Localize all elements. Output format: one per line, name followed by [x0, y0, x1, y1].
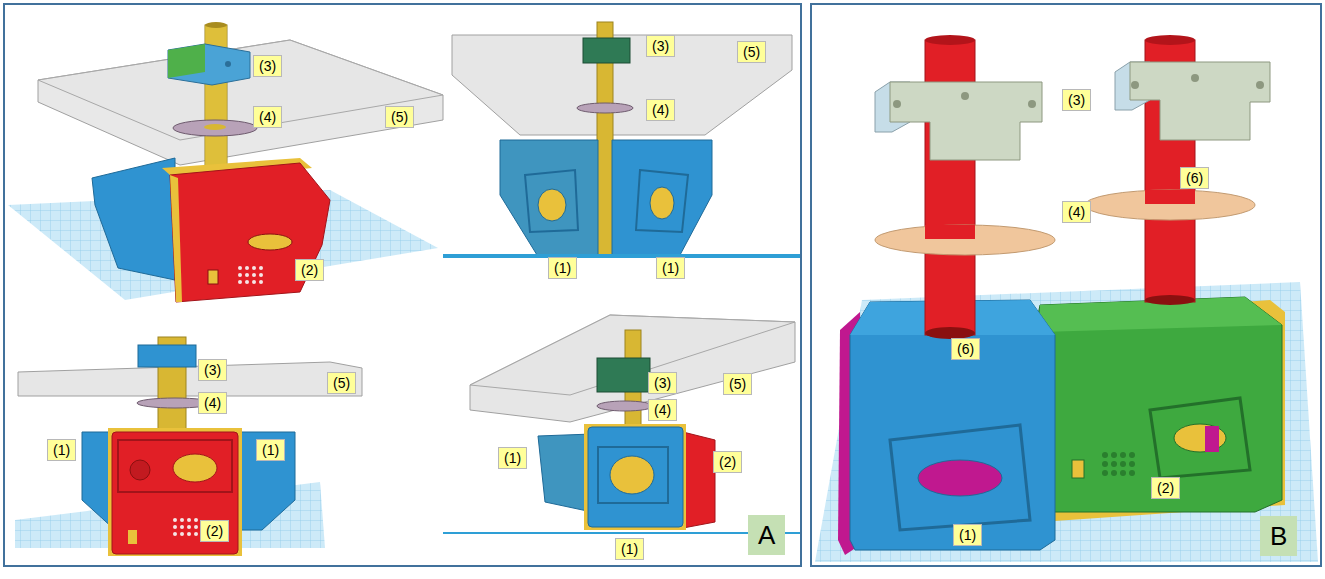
- callout-number: (4): [1062, 201, 1091, 223]
- callout-number: (5): [723, 373, 752, 395]
- callout-number: (3): [198, 359, 227, 381]
- callout-number: (3): [648, 372, 677, 394]
- callout-number: (1): [615, 538, 644, 560]
- callout-number: (4): [648, 399, 677, 421]
- callout-number: (1): [47, 439, 76, 461]
- view-front: [15, 337, 362, 556]
- callout-number: (6): [1180, 167, 1209, 189]
- callout-number: (4): [253, 106, 282, 128]
- exploded-housings: [815, 35, 1318, 562]
- panel-letter: B: [1260, 516, 1297, 556]
- callout-number: (3): [253, 55, 282, 77]
- view-side: [443, 22, 800, 256]
- callout-number: (2): [1151, 477, 1180, 499]
- callout-number: (5): [737, 41, 766, 63]
- callout-number: (3): [646, 35, 675, 57]
- callout-number: (2): [713, 451, 742, 473]
- panel-frame: [811, 4, 1321, 566]
- callout-number: (3): [1062, 89, 1091, 111]
- callout-number: (1): [953, 524, 982, 546]
- callout-number: (5): [385, 106, 414, 128]
- callout-number: (1): [656, 257, 685, 279]
- panel-letter: A: [748, 515, 785, 555]
- view-rear-angle: [443, 315, 800, 533]
- callout-number: (2): [200, 520, 229, 542]
- callout-number: (4): [198, 392, 227, 414]
- view-perspective: [8, 22, 443, 302]
- callout-number: (1): [498, 447, 527, 469]
- panel-frame: [4, 4, 801, 566]
- callout-number: (2): [295, 259, 324, 281]
- callout-number: (1): [548, 257, 577, 279]
- callout-number: (6): [951, 338, 980, 360]
- callout-number: (1): [256, 439, 285, 461]
- callout-number: (4): [646, 99, 675, 121]
- callout-number: (5): [327, 372, 356, 394]
